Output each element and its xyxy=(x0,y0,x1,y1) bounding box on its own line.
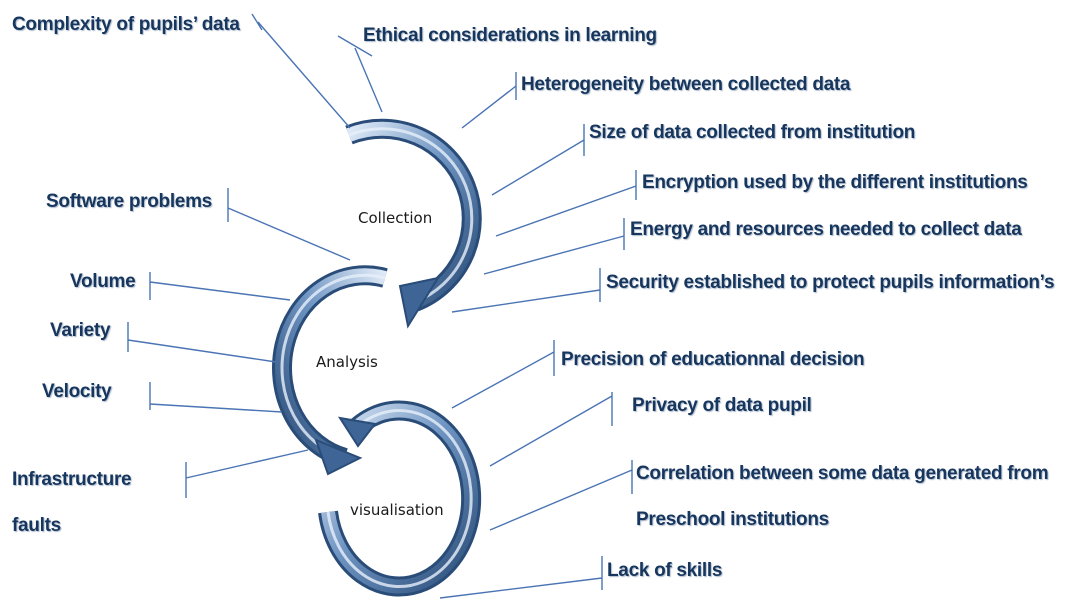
label-infrastructure-line1: Infrastructure xyxy=(12,469,132,490)
visualisation-arrowhead xyxy=(337,416,377,448)
label-infrastructure-line2: faults xyxy=(12,515,61,536)
label-velocity: Velocity xyxy=(42,381,112,402)
connector-software xyxy=(227,188,351,261)
stage-label-analysis: Analysis xyxy=(316,353,378,371)
connector-variety xyxy=(127,322,277,363)
label-encryption: Encryption used by the different institu… xyxy=(642,172,1028,193)
collection-arrowhead xyxy=(398,276,441,329)
connector-volume xyxy=(149,272,291,301)
label-correlation-line1: Correlation between some data generated … xyxy=(636,463,1049,484)
connector-ethical xyxy=(337,35,383,113)
analysis-ring xyxy=(272,265,388,476)
label-ethical: Ethical considerations in learning xyxy=(363,25,657,46)
connector-security xyxy=(451,268,601,313)
label-size: Size of data collected from institution xyxy=(589,122,916,143)
label-skills: Lack of skills xyxy=(607,560,723,581)
visualisation-ring xyxy=(318,400,482,597)
analysis-arrowhead xyxy=(314,438,363,476)
label-precision: Precision of educationnal decision xyxy=(561,349,865,370)
label-volume: Volume xyxy=(70,271,136,292)
label-variety: Variety xyxy=(50,320,111,341)
label-correlation-line2: Preschool institutions xyxy=(636,509,829,530)
connector-privacy xyxy=(489,392,613,467)
connector-velocity xyxy=(149,382,283,413)
connector-precision xyxy=(451,340,555,409)
connector-complexity xyxy=(251,13,351,129)
label-privacy: Privacy of data pupil xyxy=(632,395,812,416)
connector-lines xyxy=(127,13,637,599)
connector-energy xyxy=(483,218,625,275)
label-heterogeneity: Heterogeneity between collected data xyxy=(521,74,851,95)
label-software: Software problems xyxy=(46,191,212,212)
label-security: Security established to protect pupils i… xyxy=(606,272,1055,293)
label-energy: Energy and resources needed to collect d… xyxy=(630,219,1022,240)
connector-encryption xyxy=(495,170,637,237)
connector-skills xyxy=(439,556,603,599)
label-complexity: Complexity of pupils’ data xyxy=(12,14,240,35)
connector-heterogeneity xyxy=(461,72,517,129)
stage-label-collection: Collection xyxy=(358,209,433,227)
connector-size xyxy=(491,124,585,196)
connector-correlation xyxy=(489,460,633,531)
connector-infrastructure xyxy=(185,449,309,498)
stage-label-visualisation: visualisation xyxy=(350,501,444,519)
collection-ring xyxy=(345,118,482,329)
